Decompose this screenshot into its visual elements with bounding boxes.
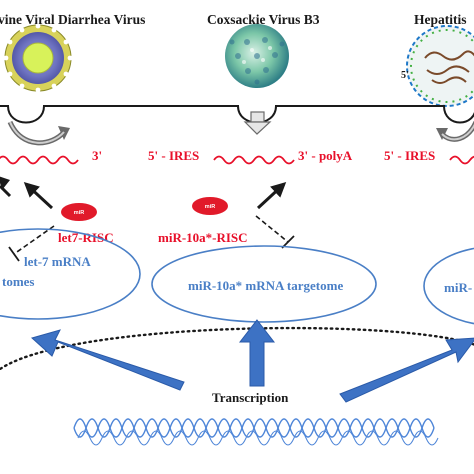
transcription-label: Transcription (212, 390, 289, 405)
right-targetome-ellipse (423, 247, 474, 325)
nuclear-envelope (0, 326, 474, 371)
rna-right-5prime: 5' - IRES (384, 148, 435, 163)
cvb3-particle-icon (225, 24, 289, 88)
entry-arrow-center (243, 111, 272, 135)
transcription-arrow-left (30, 329, 185, 391)
let7-risc-label: let7-RISC (58, 230, 114, 245)
let7-targetome-ellipse (0, 228, 141, 320)
inhibition-mir10a (255, 215, 295, 249)
viral-rna-right (449, 155, 474, 165)
rna-left-3prime: 3' (92, 148, 102, 163)
entry-arrow-left (7, 120, 66, 146)
let7-targetome-line2: tomes (2, 274, 35, 289)
rna-center-3prime: 3' - polyA (298, 148, 353, 163)
virus-label-bvdv: vine Viral Diarrhea Virus (0, 12, 145, 27)
transcription-arrow-right (339, 337, 474, 403)
svg-text:5': 5' (401, 70, 409, 81)
let7-risc-complex: miR (61, 203, 97, 221)
dna-helix-icon (73, 418, 439, 446)
arrow-mir10a-to-rna (256, 181, 287, 210)
mir10a-targetome-label: miR-10a* mRNA targetome (188, 278, 343, 293)
cell-membrane (0, 105, 474, 124)
transcription-arrow-center (238, 319, 276, 387)
bvdv-particle-icon (3, 23, 73, 93)
virus-label-hepatitis: Hepatitis (414, 12, 467, 27)
inhibition-let7 (8, 225, 55, 262)
virus-label-cvb3: Coxsackie Virus B3 (207, 12, 320, 27)
arrow-let7-to-rna (23, 181, 54, 210)
rna-center-5prime: 5' - IRES (148, 148, 199, 163)
entry-arrow-left-outline (9, 121, 65, 144)
svg-text:miR: miR (74, 210, 84, 216)
mir10a-targetome-ellipse (151, 245, 377, 323)
let7-targetome-line1: let-7 mRNA (24, 254, 91, 269)
viral-rna-center (213, 155, 295, 165)
viral-rna-left (0, 155, 79, 165)
right-targetome-label: miR- (444, 280, 472, 295)
mir10a-risc-label: miR-10a*-RISC (158, 230, 248, 245)
hcv-particle-icon: 5' (401, 25, 474, 107)
svg-text:miR: miR (205, 204, 215, 210)
mir10a-risc-complex: miR (192, 197, 228, 215)
